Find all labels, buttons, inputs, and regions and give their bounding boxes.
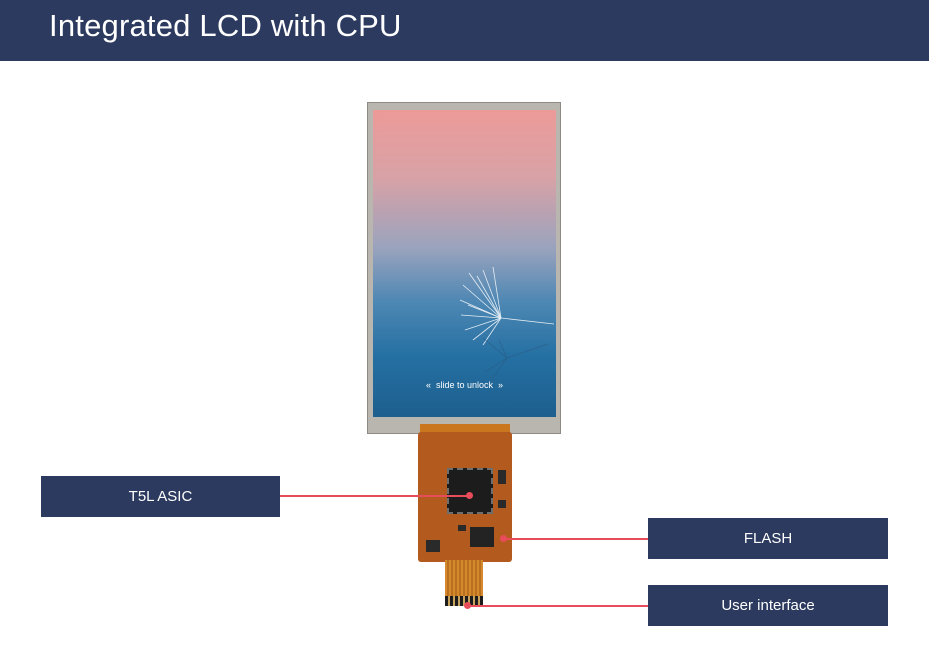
chevrons-right-icon: » (493, 380, 504, 390)
label-flash: FLASH (648, 518, 888, 559)
chevrons-left-icon: « (425, 380, 436, 390)
label-t5l-asic: T5L ASIC (41, 476, 280, 517)
fpc-tail (445, 560, 483, 598)
flash-leader-dot (500, 535, 507, 542)
component (458, 525, 466, 531)
flash-leader-line (504, 538, 648, 540)
slide-to-unlock-text: « slide to unlock » (373, 380, 556, 390)
header-bar: Integrated LCD with CPU (0, 0, 929, 61)
dandelion-illustration (459, 266, 555, 381)
asic-leader-dot (466, 492, 473, 499)
flash-chip (470, 527, 494, 547)
page-title: Integrated LCD with CPU (49, 8, 402, 43)
component (498, 500, 506, 508)
label-user-interface: User interface (648, 585, 888, 626)
user-interface-leader-dot (464, 602, 471, 609)
lcd-screen (373, 110, 556, 417)
component (498, 470, 506, 484)
component (426, 540, 440, 552)
t5l-asic-chip (447, 468, 493, 514)
fpc-contacts (445, 596, 483, 606)
asic-leader-line (280, 495, 470, 497)
user-interface-leader-line (468, 605, 648, 607)
unlock-label: slide to unlock (435, 380, 494, 390)
